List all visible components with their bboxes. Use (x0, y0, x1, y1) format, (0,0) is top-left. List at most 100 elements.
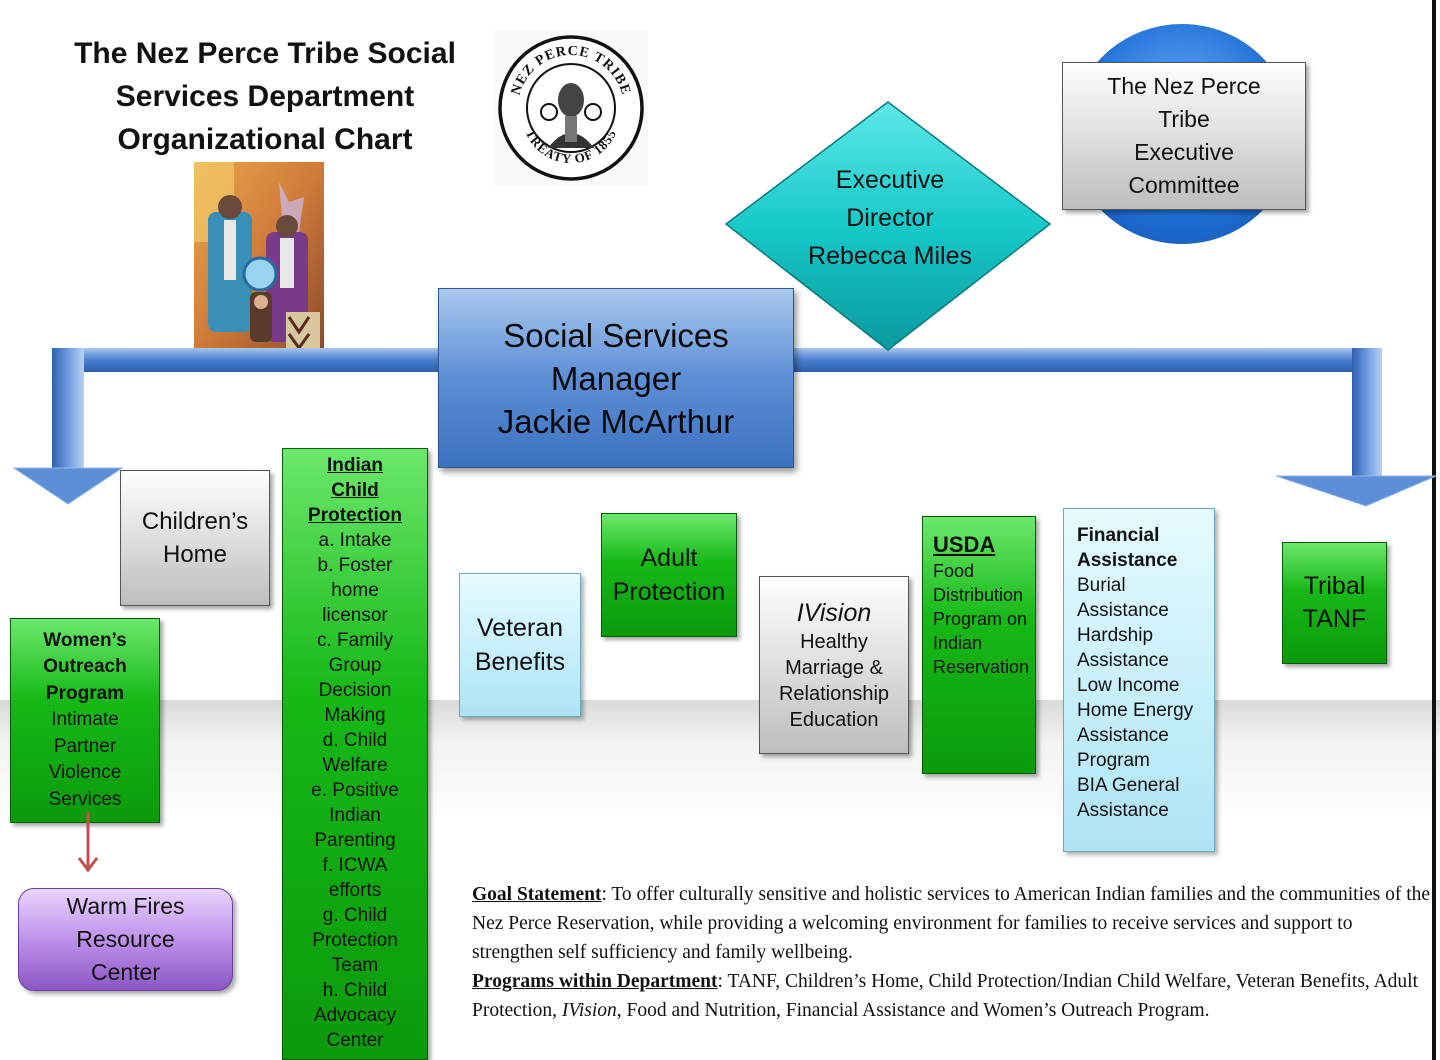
usda-line-2: Distribution (933, 585, 1024, 605)
icp-item: Advocacy (313, 1005, 397, 1026)
adult-protection-box: Adult Protection (601, 513, 737, 637)
title-line-1: The Nez Perce Tribe Social (74, 37, 456, 70)
tribal-tanf-box: Tribal TANF (1282, 542, 1387, 664)
title-line-3: Organizational Chart (117, 123, 413, 156)
ivision-line-2: Marriage & (785, 657, 883, 679)
executive-director-label: Executive Director Rebecca Miles (760, 158, 1020, 278)
goal-label: Goal Statement (472, 884, 602, 905)
warm-fires-line-2: Resource (76, 926, 175, 952)
executive-director-line-1: Executive (835, 166, 945, 194)
icp-heading-1: Indian (327, 455, 383, 476)
ivision-box: IVision Healthy Marriage & Relationship … (759, 576, 909, 754)
womens-outreach-line-1: Intimate (51, 709, 119, 731)
right-border-line (1432, 0, 1436, 1060)
social-services-manager-box: Social Services Manager Jackie McArthur (438, 288, 794, 468)
financial-item: Low Income (1077, 675, 1180, 696)
programs-text-2: , Food and Nutrition, Financial Assistan… (616, 1000, 1210, 1021)
icp-item: Making (324, 705, 386, 726)
ivision-line-1: Healthy (800, 631, 868, 653)
financial-item: Assistance (1077, 800, 1169, 821)
icp-item: home (331, 580, 379, 601)
financial-item: Assistance (1077, 600, 1169, 621)
financial-assistance-box: Financial Assistance Burial Assistance H… (1063, 508, 1215, 852)
icp-item: b. Foster (317, 555, 393, 576)
womens-outreach-line-4: Services (48, 788, 122, 810)
ivision-line-4: Education (789, 709, 879, 731)
adult-protection-line-2: Protection (612, 578, 726, 606)
usda-line-5: Reservation (933, 657, 1030, 677)
icp-heading-3: Protection (308, 505, 402, 526)
goal-statement: Goal Statement: To offer culturally sens… (472, 880, 1432, 1025)
icp-item: Team (331, 955, 379, 976)
womens-outreach-heading-2: Outreach (43, 656, 127, 678)
veteran-line-1: Veteran (476, 614, 564, 642)
icp-item: Center (326, 1030, 384, 1051)
executive-committee-line-2: Tribe (1158, 106, 1210, 132)
programs-ivision: IVision (561, 1000, 617, 1021)
tribal-painting-image (194, 162, 324, 355)
financial-item: Assistance (1077, 650, 1169, 671)
financial-item: Home Energy (1077, 700, 1194, 721)
goal-text: : To offer culturally sensitive and holi… (472, 884, 1431, 963)
icp-item: e. Positive (311, 780, 399, 801)
icp-item: Parenting (314, 830, 396, 851)
warm-fires-box: Warm Fires Resource Center (18, 888, 233, 991)
icp-item: Indian (329, 805, 381, 826)
childrens-home-box: Children’s Home (120, 470, 270, 606)
childrens-home-line-1: Children’s (141, 508, 249, 535)
childrens-home-line-2: Home (162, 541, 228, 568)
icp-item: h. Child (322, 980, 388, 1001)
womens-outreach-line-2: Partner (53, 735, 117, 757)
womens-outreach-heading-1: Women’s (43, 629, 127, 651)
ivision-heading: IVision (796, 599, 872, 627)
programs-text-1: : TANF, Children’s Home, Child Protectio… (472, 971, 1418, 1021)
icp-item: g. Child (322, 905, 388, 926)
manager-line-1: Social Services (503, 316, 729, 354)
page-title: The Nez Perce Tribe Social Services Depa… (60, 32, 470, 161)
executive-director-line-3: Rebecca Miles (808, 242, 972, 270)
programs-label: Programs within Department (472, 971, 718, 992)
icp-item: Decision (318, 680, 392, 701)
icp-item: Welfare (322, 755, 388, 776)
financial-item: Assistance (1077, 725, 1169, 746)
tanf-line-1: Tribal (1303, 572, 1366, 600)
manager-line-3: Jackie McArthur (497, 402, 735, 440)
icp-item: Protection (312, 930, 398, 951)
warm-fires-line-1: Warm Fires (66, 893, 185, 919)
ivision-line-3: Relationship (778, 683, 890, 705)
usda-heading: USDA (933, 532, 996, 557)
usda-line-3: Program on (933, 609, 1028, 629)
executive-committee-line-3: Executive (1134, 139, 1234, 165)
usda-line-4: Indian (933, 633, 983, 653)
tanf-line-2: TANF (1302, 605, 1367, 633)
indian-child-protection-box: Indian Child Protection a. Intake b. Fos… (282, 448, 428, 1060)
financial-item: Burial (1077, 575, 1126, 596)
womens-outreach-heading-3: Program (45, 682, 125, 704)
icp-item: d. Child (322, 730, 388, 751)
financial-item: Hardship (1077, 625, 1154, 646)
veteran-benefits-box: Veteran Benefits (459, 573, 581, 717)
financial-heading-1: Financial (1077, 525, 1160, 546)
financial-item: BIA General (1077, 775, 1180, 796)
tribe-seal-logo: NEZ PERCE TRIBE TREATY OF 1855 (492, 28, 650, 188)
icp-item: f. ICWA (322, 855, 388, 876)
adult-protection-line-1: Adult (640, 544, 698, 572)
executive-director-line-2: Director (846, 204, 934, 232)
manager-line-2: Manager (550, 359, 682, 397)
executive-committee-line-4: Committee (1128, 172, 1240, 198)
warm-fires-line-3: Center (90, 959, 161, 985)
financial-item: Program (1077, 750, 1150, 771)
icp-item: c. Family (317, 630, 393, 651)
red-down-arrow (77, 812, 99, 873)
veteran-line-2: Benefits (474, 648, 566, 676)
executive-committee-line-1: The Nez Perce (1107, 73, 1261, 99)
icp-item: a. Intake (318, 530, 392, 551)
executive-director-diamond (724, 101, 1052, 351)
executive-committee-box: The Nez Perce Tribe Executive Committee (1062, 62, 1306, 210)
icp-item: Group (328, 655, 382, 676)
womens-outreach-line-3: Violence (48, 762, 122, 784)
title-line-2: Services Department (115, 80, 415, 113)
icp-item: efforts (328, 880, 382, 901)
womens-outreach-box: Women’s Outreach Program Intimate Partne… (10, 618, 160, 823)
icp-heading-2: Child (331, 480, 379, 501)
